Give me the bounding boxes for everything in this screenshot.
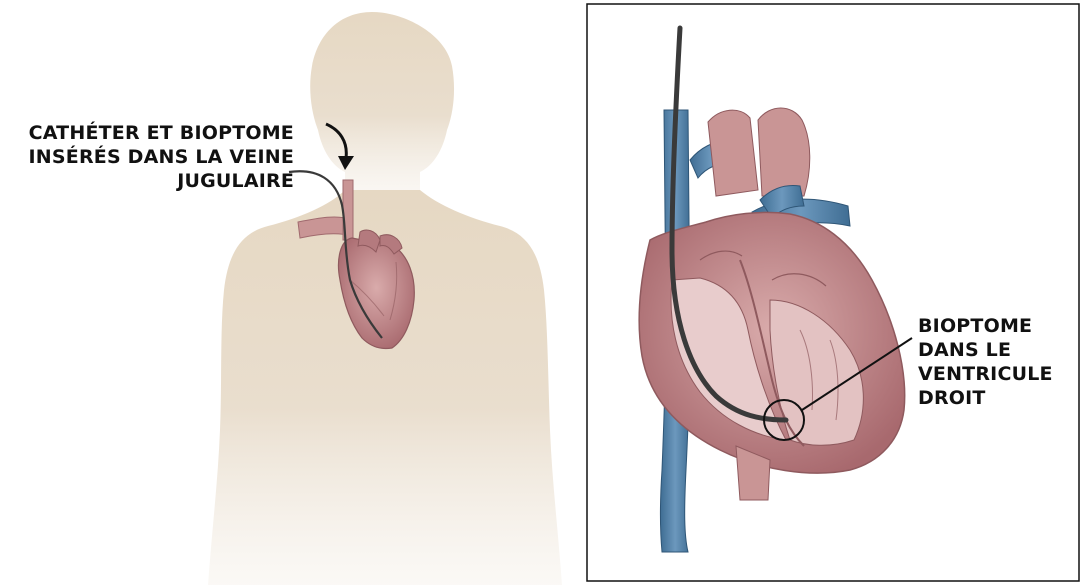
head (310, 12, 454, 200)
bioptome-label-line-3: VENTRICULE (918, 362, 1078, 386)
catheter-label-line-3: JUGULAIRE (0, 169, 294, 193)
catheter-insertion-label: CATHÉTER ET BIOPTOME INSÉRÉS DANS LA VEI… (0, 121, 294, 193)
bioptome-ventricle-label: BIOPTOME DANS LE VENTRICULE DROIT (918, 314, 1078, 410)
bioptome-label-line-4: DROIT (918, 386, 1078, 410)
bioptome-label-line-1: BIOPTOME (918, 314, 1078, 338)
catheter-label-line-1: CATHÉTER ET BIOPTOME (0, 121, 294, 145)
catheter-label-line-2: INSÉRÉS DANS LA VEINE (0, 145, 294, 169)
bioptome-label-line-2: DANS LE (918, 338, 1078, 362)
